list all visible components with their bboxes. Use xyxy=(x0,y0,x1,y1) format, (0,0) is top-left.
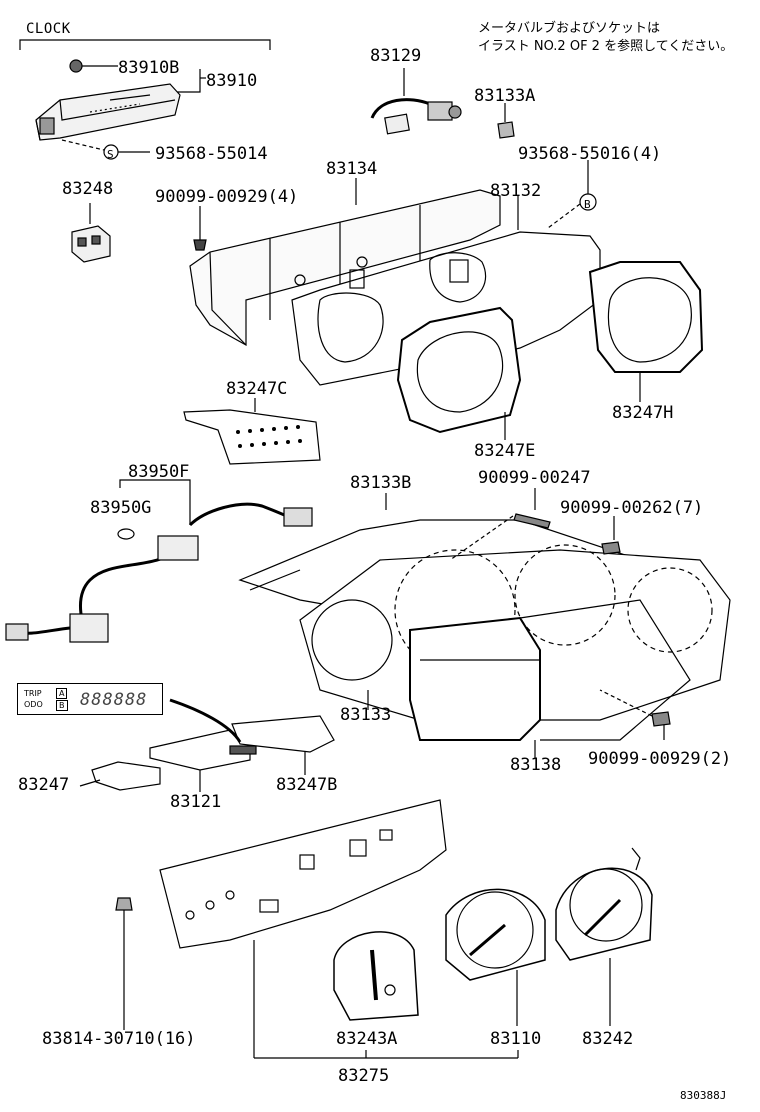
part-83247E-label: 83247E xyxy=(474,441,536,461)
part-83275-label: 83275 xyxy=(338,1066,390,1086)
odo-button-b: B xyxy=(56,700,68,711)
clock-section-label: CLOCK xyxy=(26,21,71,37)
plates-83247-shape xyxy=(79,698,335,792)
odo-text: ODO xyxy=(24,700,43,709)
clock-bracket-line xyxy=(19,39,271,50)
trip-text: TRIP xyxy=(24,689,42,698)
part-83248-label: 83248 xyxy=(62,179,114,199)
part-83950G-label: 83950G xyxy=(90,498,152,518)
note-line-2: イラスト NO.2 OF 2 を参照してください。 xyxy=(478,39,734,54)
part-90099-00929-4-label: 90099-00929(4) xyxy=(155,187,299,207)
gauge-83110-shape xyxy=(445,888,546,1026)
socket-83248-shape xyxy=(71,203,111,263)
part-83133A-label: 83133A xyxy=(474,86,536,106)
part-83814-30710-label: 83814-30710(16) xyxy=(42,1029,196,1049)
diagram-code: 830388J xyxy=(680,1089,727,1102)
part-93568-55016-label: 93568-55016(4) xyxy=(518,144,662,164)
clock-body-shape xyxy=(35,83,181,141)
screws-right-shape xyxy=(449,488,671,740)
part-83247B-label: 83247B xyxy=(276,775,338,795)
pcb-83275-shape xyxy=(159,799,447,949)
clock-bulb-shape xyxy=(69,59,118,73)
part-83247C-label: 83247C xyxy=(226,379,288,399)
part-83133B-label: 83133B xyxy=(350,473,412,493)
part-93568-55014-label: 93568-55014 xyxy=(155,144,268,164)
clip-83133a-shape xyxy=(497,103,515,139)
odometer-display-inset: TRIP ODO A B 888888 xyxy=(17,683,163,715)
frame-83132-shape xyxy=(291,196,601,386)
part-83132-label: 83132 xyxy=(490,181,542,201)
bulb-83814-shape xyxy=(115,897,133,1030)
odo-button-a: A xyxy=(56,688,68,699)
part-90099-00262-label: 90099-00262(7) xyxy=(560,498,704,518)
part-83134-label: 83134 xyxy=(326,159,378,179)
bezel-83247e-shape xyxy=(396,306,522,440)
part-83910-label: 83910 xyxy=(206,71,258,91)
part-83910B-label: 83910B xyxy=(118,58,180,78)
part-83110-label: 83110 xyxy=(490,1029,542,1049)
rear-cover-83134-shape xyxy=(189,178,501,347)
hood-83138-shape xyxy=(409,599,691,758)
screw-b-shape xyxy=(547,160,597,229)
odo-digits: 888888 xyxy=(80,690,148,710)
part-83247-label: 83247 xyxy=(18,775,70,795)
part-90099-00247-label: 90099-00247 xyxy=(478,468,591,488)
part-83121-label: 83121 xyxy=(170,792,222,812)
note-line-1: メータバルブおよびソケットは xyxy=(478,21,661,36)
bezel-83247h-shape xyxy=(588,261,704,402)
part-83247H-label: 83247H xyxy=(612,403,674,423)
part-83133-label: 83133 xyxy=(340,705,392,725)
group-83275-lines xyxy=(253,940,519,1059)
screw-s-marker: S xyxy=(107,148,114,161)
part-83950F-label: 83950F xyxy=(128,462,190,482)
gauge-83243a-shape xyxy=(333,931,419,1021)
gasket-83247c-shape xyxy=(183,398,321,465)
harness-83129-shape xyxy=(370,68,462,135)
part-83138-label: 83138 xyxy=(510,755,562,775)
gauge-83242-shape xyxy=(555,847,653,1026)
screw-b-marker: B xyxy=(584,198,591,211)
part-83243A-label: 83243A xyxy=(336,1029,398,1049)
harness-83950f-shape xyxy=(5,479,313,643)
screw-left-shape xyxy=(193,206,207,251)
part-83242-label: 83242 xyxy=(582,1029,634,1049)
bulb-83950g-shape xyxy=(117,528,135,540)
part-90099-00929-2-label: 90099-00929(2) xyxy=(588,749,732,769)
part-83129-label: 83129 xyxy=(370,46,422,66)
